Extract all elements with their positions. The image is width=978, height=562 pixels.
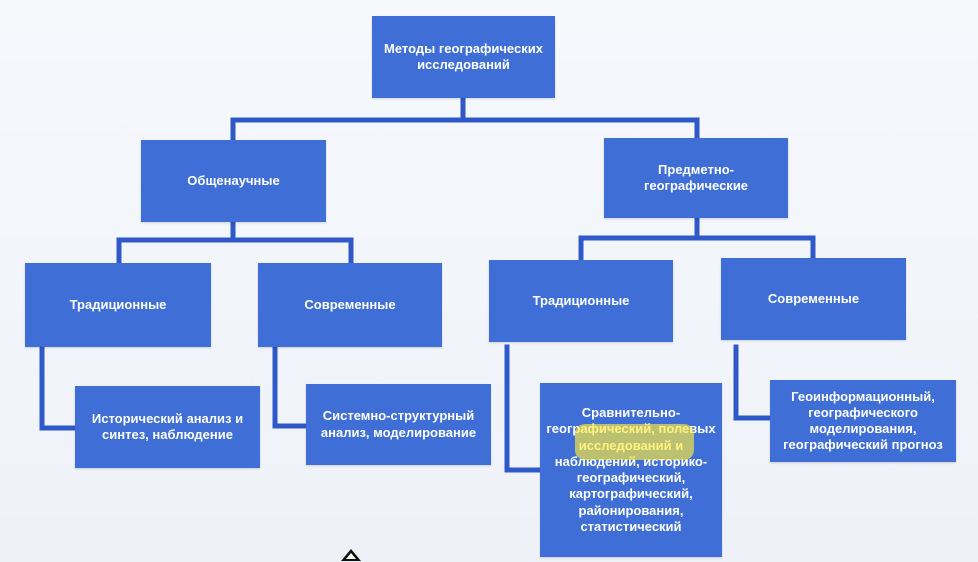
right-traditional-label: Традиционные [532,292,630,308]
left-modern-label: Современные [304,296,396,312]
root-label: Методы географических исследований [384,40,543,72]
left-modern-examples-node: Системно-структурный анализ, моделирован… [306,384,491,465]
right-modern-label: Современные [767,290,860,306]
right-traditional-node: Традиционные [489,260,673,342]
right-modern-node: Современные [721,258,906,340]
subject-geographic-label: Предметно-географические [643,161,749,193]
left-traditional-node: Традиционные [25,263,211,347]
left-traditional-examples: Исторический анализ и синтез, наблюдение [91,410,244,442]
right-traditional-examples-node: Сравнительно- географический, полевых ис… [540,383,722,557]
right-modern-examples: Геоинформационный, географического модел… [783,388,943,453]
left-traditional-examples-node: Исторический анализ и синтез, наблюдение [75,386,260,468]
right-modern-examples-node: Геоинформационный, географического модел… [770,380,956,462]
subject-geographic-node: Предметно-географические [604,138,788,218]
root-node: Методы географических исследований [372,16,555,98]
left-traditional-label: Традиционные [69,296,167,312]
text-highlight-mark [575,424,694,460]
left-modern-examples: Системно-структурный анализ, моделирован… [320,408,477,440]
general-scientific-node: Общенаучные [141,140,326,222]
triangle-logo-icon [341,549,361,561]
left-modern-node: Современные [258,263,442,347]
general-scientific-label: Общенаучные [187,172,280,188]
